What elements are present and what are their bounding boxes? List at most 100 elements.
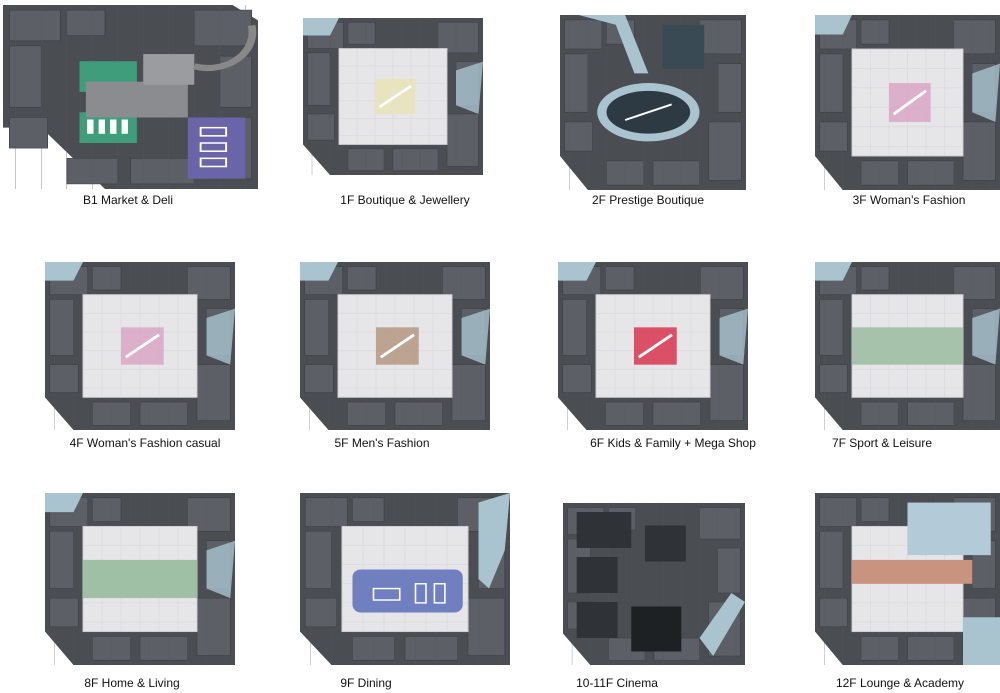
tenant-block (8, 45, 42, 108)
tenant-block (819, 530, 844, 589)
tenant-block (819, 364, 848, 393)
tenant-block (451, 364, 486, 421)
tenant-block (708, 121, 742, 181)
bridge (303, 18, 339, 36)
tenant-block (49, 530, 74, 589)
tenant-block (860, 497, 890, 522)
tenant-block (860, 266, 890, 291)
bridge (719, 308, 748, 365)
tenant-block (49, 299, 74, 356)
floor-label-12f: 12F Lounge & Academy (835, 676, 965, 690)
tenant-block (139, 636, 188, 661)
floor-plan-3f (815, 15, 1000, 190)
bridge (300, 262, 338, 281)
floor-plan-2f (560, 15, 746, 190)
tenant-block (442, 266, 486, 300)
tenant-block (304, 497, 348, 527)
floor-plan-9f (300, 493, 510, 665)
bridge (972, 308, 1000, 365)
tenant-block (196, 597, 231, 656)
tenant-block (352, 497, 385, 522)
tenant-block (819, 497, 857, 527)
tenant-block (907, 160, 955, 186)
tenant-block (347, 22, 376, 45)
tenant-block (92, 266, 122, 291)
atrium (852, 327, 963, 365)
tenant-block (304, 530, 332, 589)
tenant-block (404, 636, 458, 661)
bridge (578, 15, 649, 74)
tenant-block (819, 597, 848, 628)
tenant-block (907, 401, 955, 426)
bridge (206, 540, 235, 599)
bridge (206, 308, 235, 365)
floor-plan-12f (815, 493, 1000, 665)
bridge (972, 63, 1000, 122)
floor-label-5f: 5F Men's Fashion (334, 436, 430, 450)
cinema-hall (576, 602, 618, 638)
deli-zone (143, 54, 195, 85)
tenant-block (139, 401, 188, 426)
atrium (83, 559, 197, 599)
bridge (45, 493, 83, 513)
tenant-block (819, 53, 844, 113)
bridge (461, 308, 490, 365)
tenant-block (962, 121, 996, 181)
floor-label-6f: 6F Kids & Family + Mega Shop (590, 436, 756, 450)
tenant-block (304, 597, 338, 628)
tenant-block (700, 266, 744, 300)
tenant-block (962, 364, 996, 421)
tenant-block (307, 52, 331, 106)
tenant-block (304, 364, 334, 393)
tenant-block (699, 19, 742, 55)
floor-plan-6f (558, 262, 748, 430)
academy-band (852, 559, 973, 584)
tenant-block (446, 113, 479, 167)
tenant-block (130, 158, 195, 185)
floor-plan-8f (45, 493, 235, 665)
tenant-block (92, 497, 122, 522)
tenant-block (187, 497, 231, 532)
cinema-hall (644, 525, 686, 562)
lounge-zone (907, 502, 991, 556)
floor-plan-7f (815, 262, 1000, 430)
tenant-block (307, 113, 335, 141)
floor-label-b1: B1 Market & Deli (82, 193, 174, 207)
deli-zone (187, 117, 246, 179)
tenant-block (49, 364, 79, 393)
floor-plan-10-11f (563, 503, 745, 665)
tenant-block (717, 63, 742, 113)
floor-plan-b1 (3, 5, 258, 189)
floor-plan-1f (303, 18, 483, 175)
tenant-block (819, 299, 844, 356)
floor-label-8f: 8F Home & Living (84, 676, 180, 690)
floor-plan-5f (300, 262, 490, 430)
tenant-block (709, 364, 744, 421)
tenant-block (860, 19, 890, 45)
cinema-hall (576, 557, 618, 593)
tenant-block (652, 401, 701, 426)
cinema-hall (631, 606, 682, 652)
tenant-block (907, 636, 955, 661)
floor-label-2f: 2F Prestige Boutique (591, 193, 705, 207)
cinema-hall (576, 512, 632, 548)
tenant-block (66, 9, 106, 36)
bridge (815, 15, 852, 35)
market-hall (85, 81, 188, 118)
tenant-block (49, 597, 79, 628)
tenant-block (562, 364, 592, 393)
floor-label-10-11f: 10-11F Cinema (576, 676, 658, 690)
tenant-block (699, 507, 741, 540)
tenant-block (193, 9, 253, 47)
bridge (963, 617, 1000, 665)
bridge (558, 262, 596, 281)
bridge (456, 61, 483, 114)
tenant-block (819, 121, 848, 152)
tenant-block (392, 148, 439, 171)
tenant-block (8, 117, 49, 149)
tenant-block (196, 364, 231, 421)
tenant-block (394, 401, 443, 426)
tenant-block (652, 160, 700, 186)
tenant-block (562, 299, 587, 356)
floor-plan-4f (45, 262, 235, 430)
